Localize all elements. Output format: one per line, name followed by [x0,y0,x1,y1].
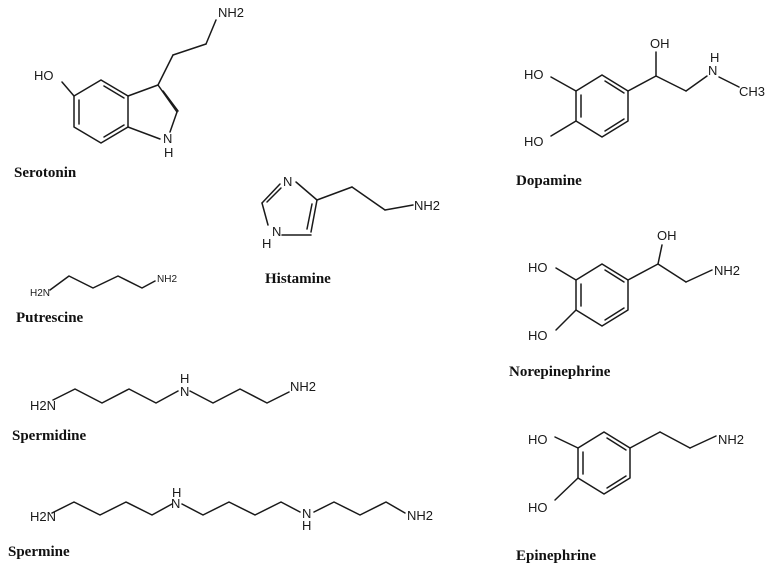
dopamine-hydroxyl-label: OH [650,36,670,51]
norepinephrine-name: Norepinephrine [509,364,611,380]
spermine-amine-left-label: H2N [30,509,56,524]
serotonin-indole-h-label: H [164,145,173,160]
dopamine-hydroxyl-2-label: HO [524,134,544,149]
spermine-structure [51,501,406,516]
spermine-amine-right-label: NH2 [407,508,433,523]
spermine-imine1-h-label: H [172,485,181,500]
spermidine-amine-right-label: NH2 [290,379,316,394]
spermidine-amine-left-label: H2N [30,398,56,413]
histamine-nh-h-label: H [262,236,271,251]
putrescine-amine-right-label: NH2 [157,274,177,285]
dopamine-methyl-label: CH3 [739,84,765,99]
putrescine-structure [49,275,156,291]
putrescine-amine-left-label: H2N [30,288,50,299]
norepinephrine-hydroxyl-1-label: HO [528,260,548,275]
norepinephrine-hydroxyl-label: OH [657,228,677,243]
epinephrine-hydroxyl-1-label: HO [528,432,548,447]
epinephrine-name: Epinephrine [516,548,596,564]
dopamine-hydroxyl-1-label: HO [524,67,544,82]
epinephrine-amine-label: NH2 [718,432,744,447]
spermidine-imine-n-label: N [180,384,189,399]
serotonin-amine-label: NH2 [218,5,244,20]
dopamine-amine-h-label: H [710,50,719,65]
spermine-imine2-n-label: N [302,506,311,521]
spermine-name: Spermine [8,544,70,560]
epinephrine-structure [554,431,717,501]
histamine-structure [261,181,414,236]
spermine-imine2-h-label: H [302,518,311,533]
spermidine-structure [52,388,290,404]
dopamine-amine-n-label: N [708,63,717,78]
putrescine-name: Putrescine [16,310,84,326]
serotonin-hydroxyl-label: HO [34,68,54,83]
norepinephrine-hydroxyl-2-label: HO [528,328,548,343]
histamine-nh-n-label: N [272,224,281,239]
norepinephrine-structure [555,244,713,331]
histamine-name: Histamine [265,271,331,287]
spermine-imine1-n-label: N [171,496,180,511]
serotonin-indole-n-label: N [163,131,172,146]
spermidine-imine-h-label: H [180,371,189,386]
spermidine-name: Spermidine [12,428,87,444]
dopamine-structure [550,51,740,138]
serotonin-structure [61,19,217,144]
histamine-amine-label: NH2 [414,198,440,213]
histamine-n-label: N [283,174,292,189]
epinephrine-hydroxyl-2-label: HO [528,500,548,515]
dopamine-name: Dopamine [516,173,582,189]
norepinephrine-amine-label: NH2 [714,263,740,278]
serotonin-name: Serotonin [14,165,77,181]
